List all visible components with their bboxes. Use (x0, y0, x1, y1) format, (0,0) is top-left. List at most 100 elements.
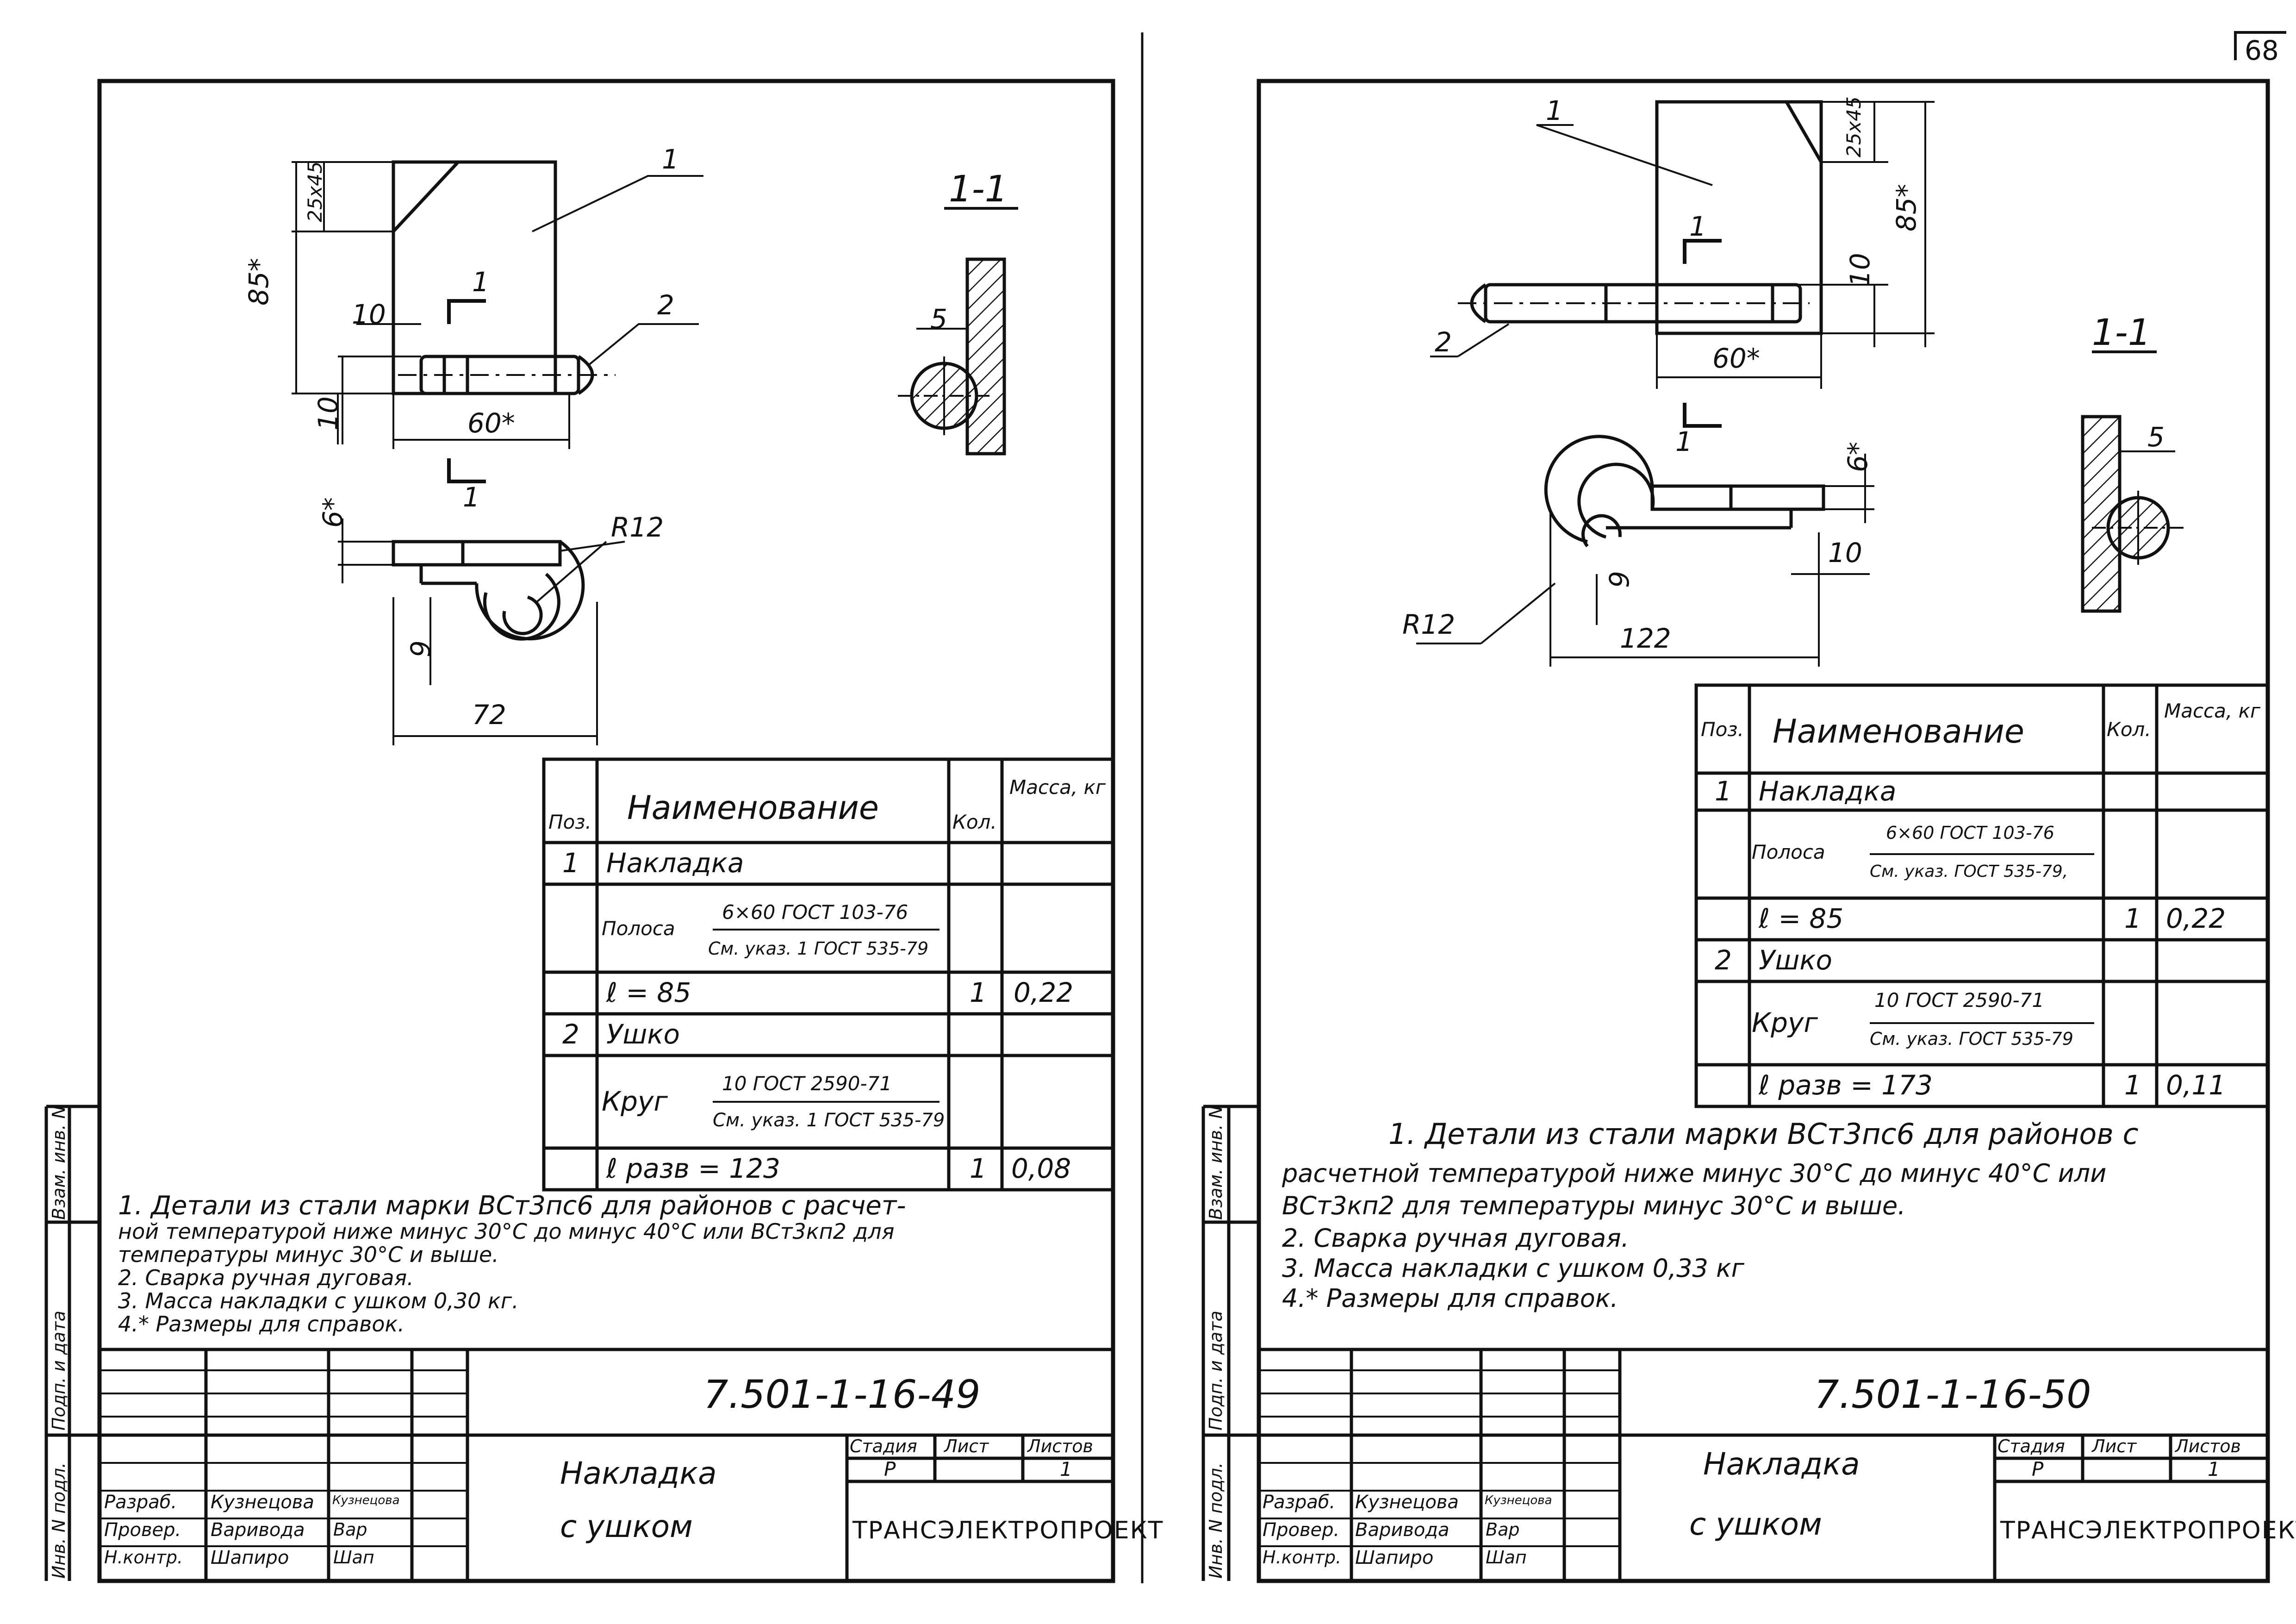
right-stamp-org: ТРАНСЭЛЕКТРОПРОЕКТ (2000, 1517, 2296, 1544)
left-cut-label-bottom: 1 (463, 481, 480, 513)
left-stamp-name-1: Кузнецова (211, 1492, 314, 1513)
left-note-3: температуры минус 30°С и выше. (118, 1242, 499, 1267)
right-cut-label-bottom: 1 (1675, 426, 1692, 457)
left-side-b: Подп. и дата (49, 1311, 69, 1430)
left-r2-name: Полоса (602, 917, 675, 940)
left-stamp-h-sheets: Листов (1027, 1436, 1093, 1456)
right-frame (1257, 79, 2270, 1583)
right-dim-85: 85* (1891, 184, 1922, 231)
right-stamp-role-3: Н.контр. (1263, 1547, 1342, 1568)
right-pos1-label: 1 (1546, 95, 1563, 126)
left-th-pos: Поз. (548, 811, 591, 833)
left-dim-9: 9 (405, 640, 436, 657)
right-th-pos: Поз. (1701, 718, 1744, 741)
right-r3-qty: 1 (2124, 903, 2141, 934)
left-stamp-sheets: 1 (1060, 1458, 1072, 1480)
right-th-mass: Масса, кг (2164, 700, 2261, 722)
right-r5-den: См. указ. ГОСТ 535-79 (1870, 1029, 2073, 1049)
left-dim-25: 25x45 (304, 161, 326, 222)
left-pos1-label: 1 (662, 144, 679, 175)
right-dim-25: 25x45 (1842, 96, 1865, 157)
left-stamp-sign-1: Кузнецова (332, 1493, 400, 1507)
left-stamp-title-1: Накладка (560, 1455, 717, 1491)
right-note-3: ВСт3кп2 для температуры минус 30°С и выш… (1282, 1191, 1906, 1220)
right-dim-6: 6* (1842, 442, 1873, 472)
right-r2-name: Полоса (1752, 841, 1825, 863)
right-stamp-role-1: Разраб. (1263, 1492, 1336, 1513)
left-stamp-name-2: Варивода (211, 1519, 305, 1541)
right-r4-pos: 2 (1715, 944, 1732, 976)
right-stamp-name-1: Кузнецова (1355, 1492, 1459, 1513)
right-stamp-sign-3: Шап (1486, 1547, 1527, 1568)
left-th-qty: Кол. (952, 811, 997, 833)
left-side-c: Инв. N подл. (49, 1462, 69, 1579)
right-stamp-sign-1: Кузнецова (1485, 1493, 1552, 1507)
left-note-2: ной температурой ниже минус 30°С до мину… (118, 1219, 895, 1244)
left-dim-72: 72 (472, 699, 506, 731)
right-side-c: Инв. N подл. (1206, 1462, 1226, 1579)
right-r3-mass: 0,22 (2166, 903, 2226, 934)
right-stamp-sheets: 1 (2208, 1458, 2220, 1480)
left-stamp-h-stage: Стадия (850, 1436, 917, 1456)
left-pos2-label: 2 (657, 289, 674, 321)
left-stamp-stage: Р (884, 1458, 896, 1480)
left-th-mass: Масса, кг (1009, 776, 1106, 799)
left-stamp-sign-2: Вар (333, 1519, 367, 1540)
left-r1-pos: 1 (562, 847, 579, 879)
right-r4-name: Ушко (1759, 944, 1832, 976)
right-r1-pos: 1 (1715, 775, 1732, 807)
left-cut-label-top: 1 (472, 266, 489, 298)
right-r3-name: ℓ = 85 (1759, 903, 1844, 934)
right-r2-num: 6×60 ГОСТ 103-76 (1886, 823, 2054, 843)
right-th-name: Наименование (1773, 712, 2024, 750)
left-note-5: 3. Масса накладки с ушком 0,30 кг. (118, 1288, 519, 1313)
left-r1-name: Накладка (606, 847, 744, 879)
right-stamp-role-2: Провер. (1263, 1519, 1340, 1541)
left-stamp-title-2: с ушком (560, 1509, 693, 1544)
left-note-4: 2. Сварка ручная дуговая. (118, 1265, 414, 1290)
right-r6-name: ℓ разв = 173 (1759, 1069, 1933, 1101)
right-r5-name: Круг (1752, 1007, 1818, 1038)
right-pos2-label: 2 (1435, 326, 1452, 358)
left-stamp-role-1: Разраб. (104, 1492, 177, 1513)
right-stamp-h-sheet: Лист (2092, 1436, 2137, 1456)
right-note-6: 4.* Размеры для справок. (1282, 1284, 1618, 1313)
left-stamp-sign-3: Шап (333, 1547, 374, 1568)
right-stamp-name-2: Варивода (1355, 1519, 1450, 1541)
right-dim-r12: R12 (1402, 609, 1456, 640)
right-stamp-h-sheets: Листов (2175, 1436, 2241, 1456)
left-r5-name: Круг (602, 1086, 668, 1117)
left-r3-mass: 0,22 (1014, 977, 1074, 1008)
left-stamp-role-3: Н.контр. (104, 1547, 183, 1568)
right-section-label: 1-1 (2092, 312, 2151, 354)
left-section-label: 1-1 (949, 169, 1008, 210)
right-r6-qty: 1 (2124, 1069, 2141, 1101)
right-note-5: 3. Масса накладки с ушком 0,33 кг (1282, 1254, 1744, 1283)
left-stamp-org: ТРАНСЭЛЕКТРОПРОЕКТ (852, 1517, 1164, 1544)
right-r5-num: 10 ГОСТ 2590-71 (1874, 989, 2045, 1012)
right-stamp-name-3: Шапиро (1355, 1547, 1434, 1568)
left-r6-mass: 0,08 (1011, 1153, 1071, 1184)
right-cut-label-top: 1 (1689, 211, 1706, 242)
right-stamp-title-1: Накладка (1703, 1446, 1860, 1482)
left-dim-60: 60* (467, 407, 515, 439)
left-r4-name: Ушко (606, 1018, 680, 1050)
left-note-1: 1. Детали из стали марки ВСт3пс6 для рай… (118, 1191, 906, 1221)
right-note-1: 1. Детали из стали марки ВСт3пс6 для рай… (1388, 1117, 2139, 1151)
left-r5-den: См. указ. 1 ГОСТ 535-79 (713, 1110, 945, 1131)
left-dim-10a: 10 (352, 299, 386, 330)
right-stamp-code: 7.501-1-16-50 (1814, 1372, 2091, 1417)
left-stamp-h-sheet: Лист (944, 1436, 989, 1456)
left-dim-85: 85* (243, 258, 274, 306)
right-dim-60: 60* (1712, 343, 1760, 374)
right-side-a: Взам. инв. N (1206, 1106, 1226, 1220)
left-r6-qty: 1 (970, 1153, 987, 1184)
right-stamp-stage: Р (2032, 1458, 2044, 1480)
left-r2-den: См. указ. 1 ГОСТ 535-79 (708, 938, 929, 959)
left-r4-pos: 2 (562, 1018, 579, 1050)
right-note-2: расчетной температурой ниже минус 30°С д… (1282, 1159, 2107, 1188)
right-side-b: Подп. и дата (1206, 1311, 1226, 1430)
left-r3-qty: 1 (970, 977, 987, 1008)
